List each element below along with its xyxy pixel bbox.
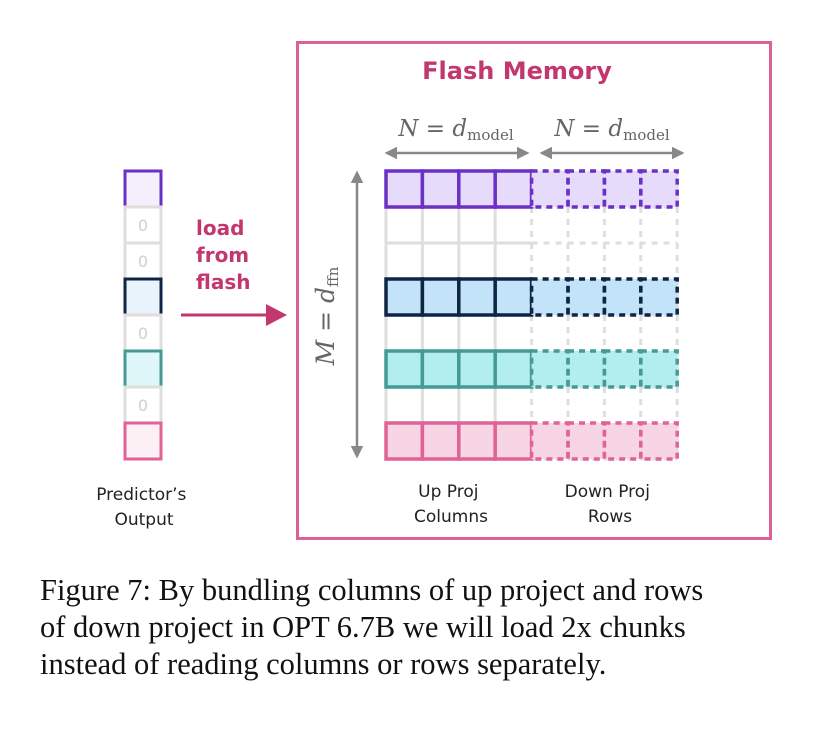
flash-memory-diagram: Flash Memory N = dmodel N = dmodel M = d… bbox=[96, 41, 772, 540]
up-proj-cell bbox=[420, 421, 461, 461]
up-proj-cell bbox=[493, 421, 534, 461]
bundle-row-pink bbox=[384, 421, 679, 461]
up-proj-cell bbox=[384, 421, 425, 461]
down-proj-cell bbox=[529, 277, 570, 317]
down-proj-rows-label: Down Proj Rows bbox=[565, 482, 656, 527]
up-proj-cell bbox=[420, 277, 461, 317]
predictor-zero-value: 0 bbox=[138, 252, 148, 271]
down-proj-cell bbox=[529, 169, 570, 209]
predictor-output-vector: 0 0 0 0 bbox=[123, 169, 163, 461]
up-proj-cell bbox=[493, 169, 534, 209]
up-proj-cell bbox=[493, 349, 534, 389]
down-proj-cell bbox=[566, 349, 607, 389]
predictor-cell-zero bbox=[123, 313, 163, 353]
predictor-zero-value: 0 bbox=[138, 216, 148, 235]
caption-line: instead of reading columns or rows separ… bbox=[40, 647, 607, 681]
down-proj-cell bbox=[602, 349, 643, 389]
caption-line: of down project in OPT 6.7B we will load… bbox=[40, 610, 686, 644]
m-dffn-label: M = dffn bbox=[311, 266, 342, 366]
load-from-flash-label: load from flash bbox=[196, 216, 256, 294]
up-proj-cell bbox=[493, 277, 534, 317]
predictor-cell-active bbox=[123, 421, 163, 461]
down-proj-cell bbox=[566, 277, 607, 317]
up-proj-cell bbox=[384, 169, 425, 209]
up-proj-cell bbox=[457, 349, 497, 389]
bundle-row-teal bbox=[384, 349, 679, 389]
flash-memory-title: Flash Memory bbox=[422, 57, 612, 85]
down-proj-cell bbox=[529, 421, 570, 461]
down-proj-cell bbox=[566, 421, 607, 461]
up-proj-cell bbox=[384, 277, 425, 317]
predictor-cell-active bbox=[123, 169, 163, 209]
down-proj-cell bbox=[602, 277, 643, 317]
down-proj-cell bbox=[529, 349, 570, 389]
predictor-cell-zero bbox=[123, 205, 163, 245]
bundle-row-navy bbox=[384, 277, 679, 317]
down-proj-cell bbox=[566, 169, 607, 209]
up-proj-cell bbox=[457, 277, 497, 317]
predictor-cell-active bbox=[123, 277, 163, 317]
up-proj-cell bbox=[384, 349, 425, 389]
up-proj-columns-label: Up Proj Columns bbox=[414, 482, 488, 527]
predictor-zero-value: 0 bbox=[138, 324, 148, 343]
predictor-output-label: Predictor’s Output bbox=[96, 485, 192, 530]
predictor-cell-active bbox=[123, 349, 163, 389]
figure-caption: Figure 7: By bundling columns of up proj… bbox=[40, 572, 800, 683]
up-proj-cell bbox=[457, 421, 497, 461]
n-dmodel-label-up: N = dmodel bbox=[397, 116, 513, 144]
down-proj-cell bbox=[639, 349, 679, 389]
matrix-highlight-rows bbox=[384, 169, 679, 461]
down-proj-cell bbox=[639, 277, 679, 317]
load-arrow-head bbox=[266, 304, 287, 326]
bundle-row-purple bbox=[384, 169, 679, 209]
predictor-zero-value: 0 bbox=[138, 396, 148, 415]
down-proj-cell bbox=[602, 169, 643, 209]
up-proj-cell bbox=[420, 349, 461, 389]
n-dmodel-label-down: N = dmodel bbox=[553, 116, 669, 144]
down-proj-cell bbox=[602, 421, 643, 461]
up-proj-cell bbox=[420, 169, 461, 209]
down-proj-cell bbox=[639, 169, 679, 209]
up-proj-cell bbox=[457, 169, 497, 209]
caption-line: Figure 7: By bundling columns of up proj… bbox=[40, 573, 704, 607]
down-proj-cell bbox=[639, 421, 679, 461]
flash-memory-box bbox=[296, 41, 772, 540]
